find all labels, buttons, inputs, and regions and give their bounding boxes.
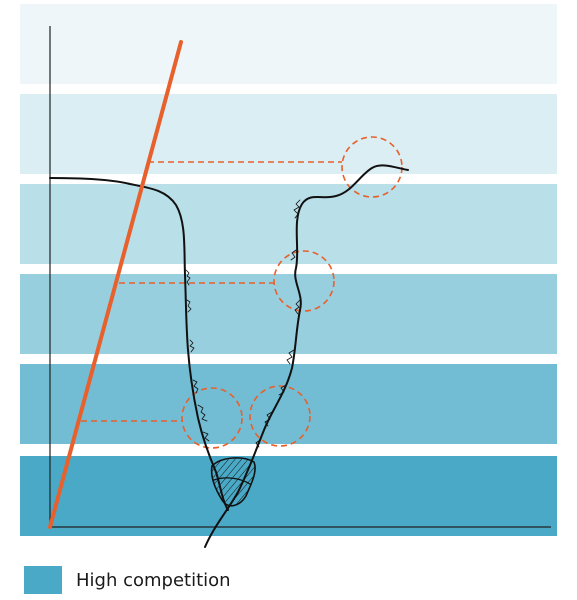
band-6-high-competition	[20, 456, 557, 536]
dashed-connectors	[81, 161, 342, 422]
legend-label: High competition	[76, 569, 231, 591]
sediment-blob	[210, 457, 256, 507]
legend: High competition	[24, 566, 231, 594]
band-2	[20, 94, 557, 174]
highlight-circle-4	[249, 385, 311, 447]
band-3	[20, 184, 557, 264]
profile-outline	[49, 164, 409, 548]
trend-line	[48, 40, 183, 529]
axes	[49, 26, 551, 528]
left-wall-texture	[185, 269, 210, 442]
highlight-circles	[181, 136, 403, 449]
sediment-divider	[213, 477, 251, 485]
highlight-circle-3	[181, 387, 243, 449]
depth-bands	[20, 4, 557, 536]
legend-swatch	[24, 566, 62, 594]
highlight-circle-2	[273, 250, 335, 312]
highlight-circle-1	[341, 136, 403, 198]
right-wall-texture	[255, 199, 301, 448]
band-1	[20, 4, 557, 84]
